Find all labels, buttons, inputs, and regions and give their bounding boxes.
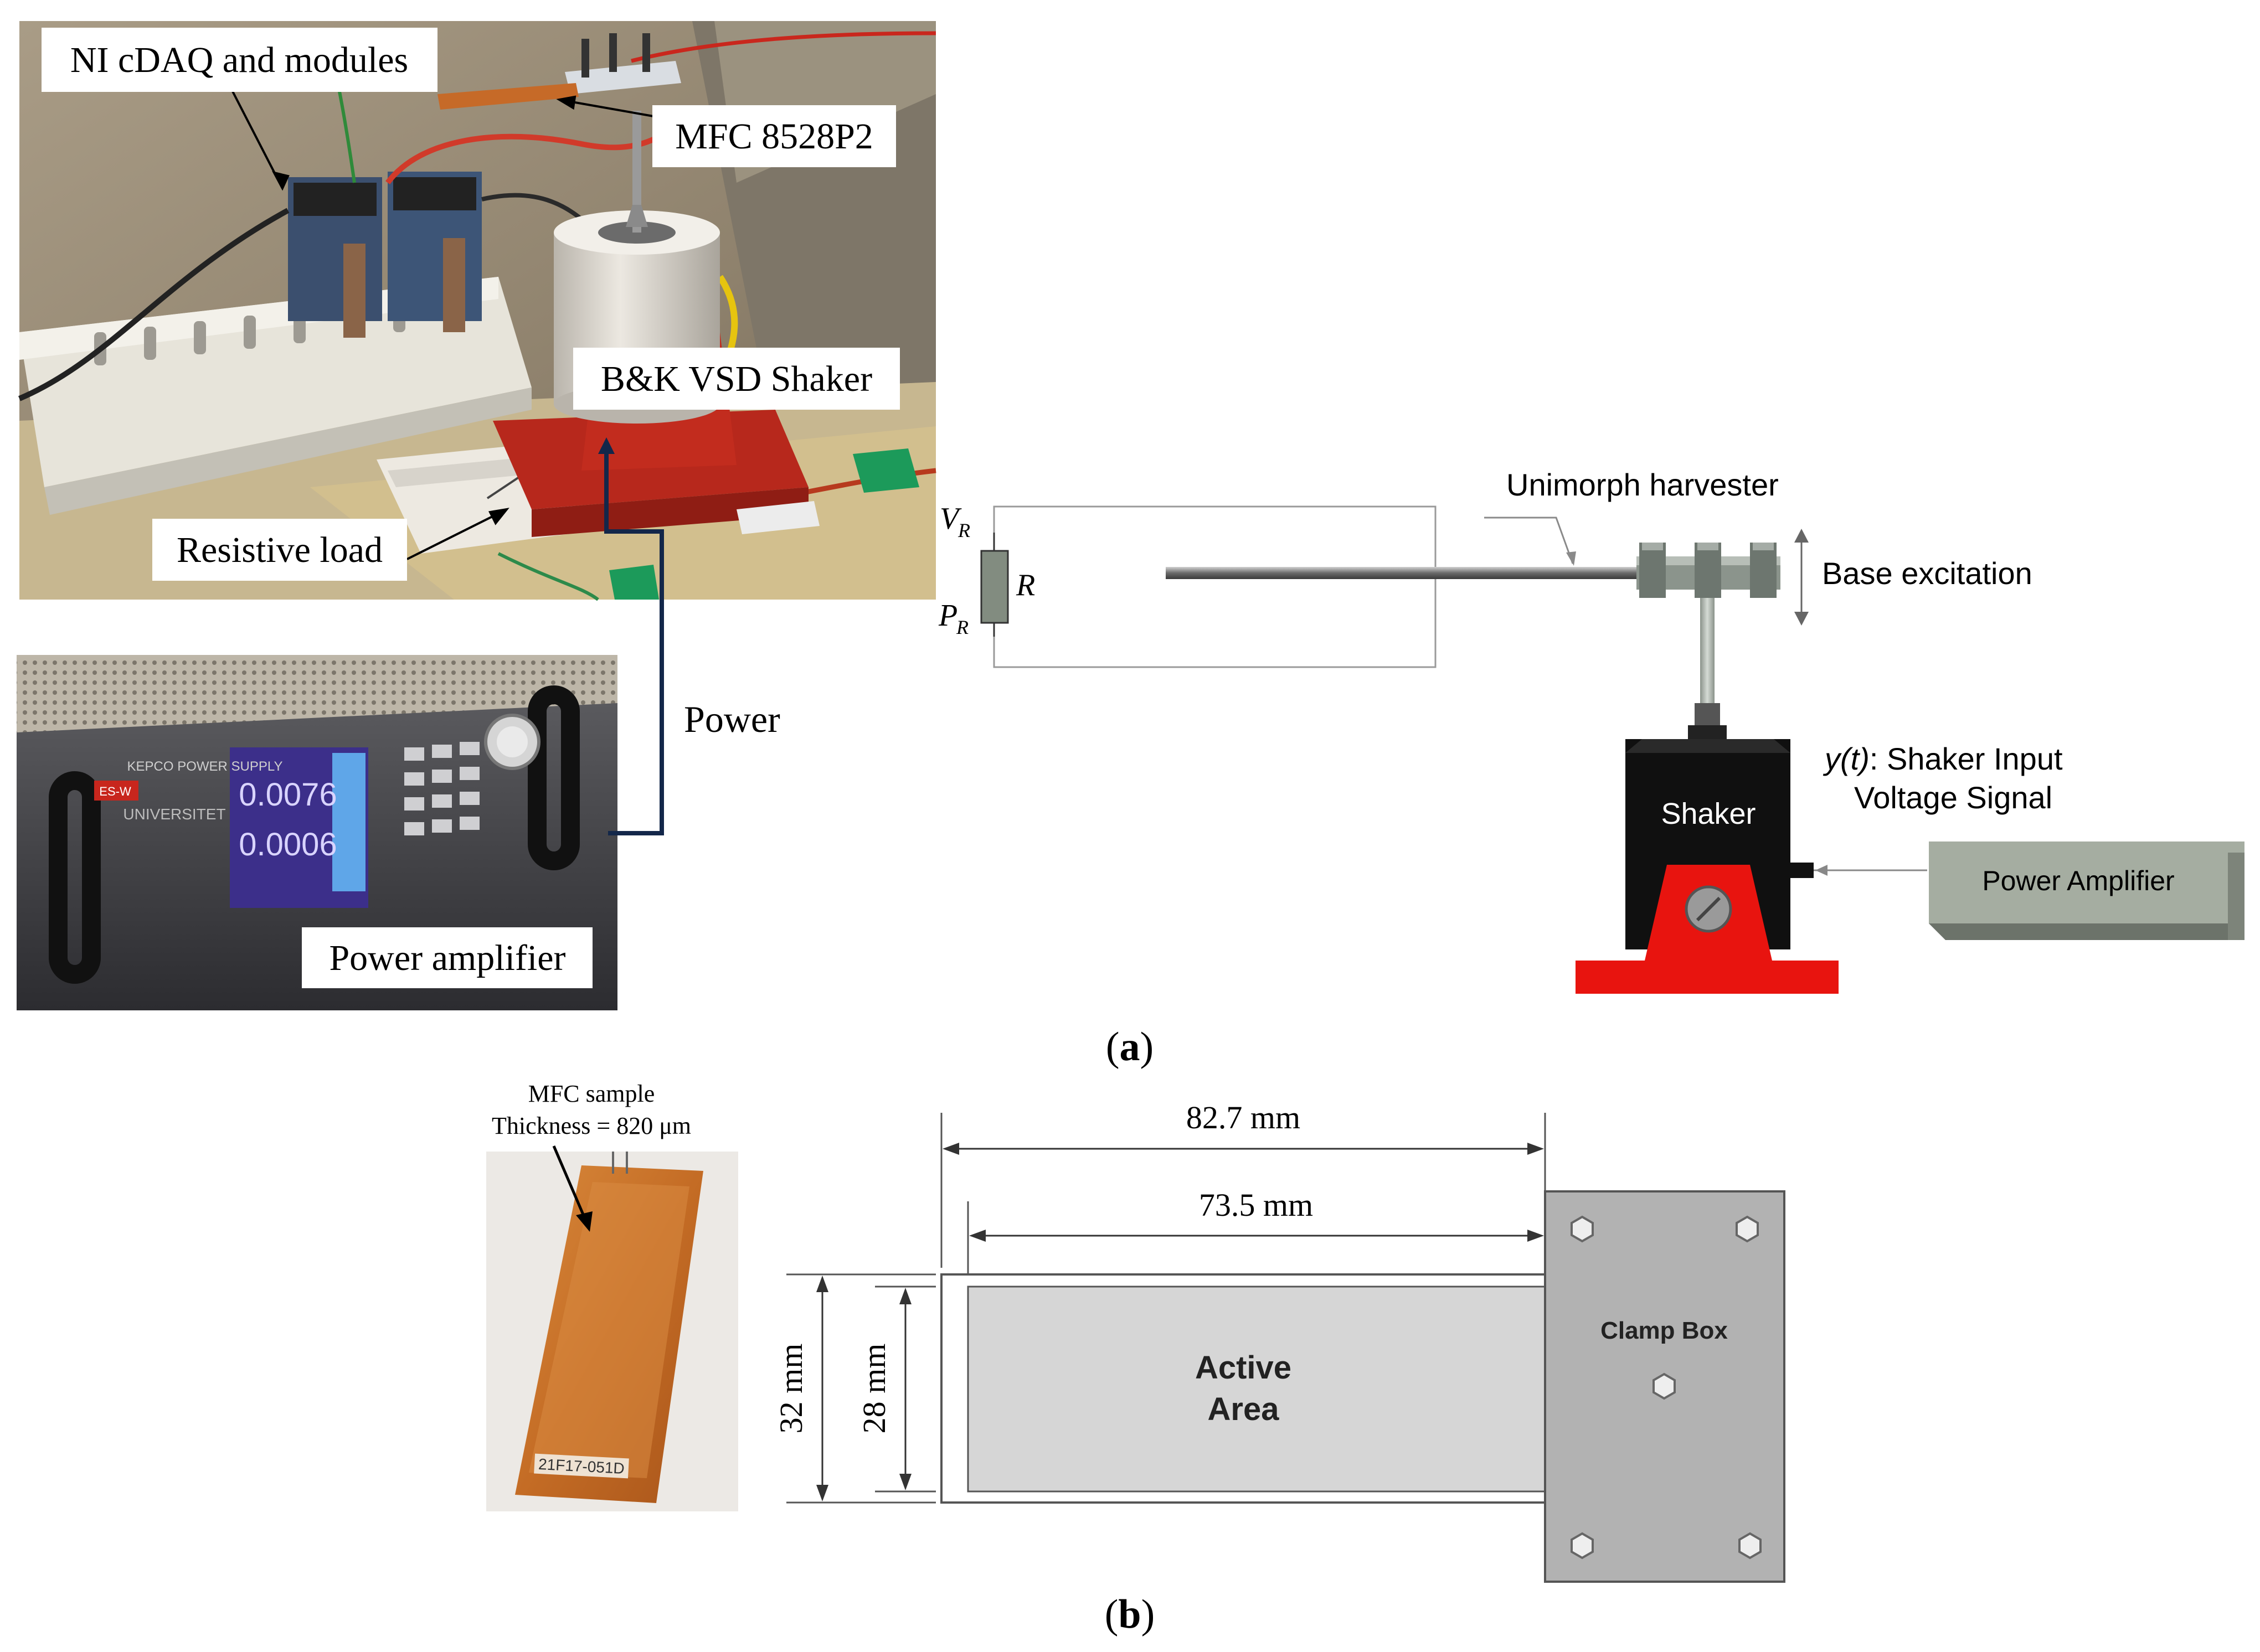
callout-mfc: MFC 8528P2: [652, 105, 896, 167]
resistor-label: R: [1016, 568, 1035, 602]
callout-amp-text: Power amplifier: [329, 938, 565, 978]
amp-keypad: [404, 742, 480, 835]
dim-active-length: 73.5 mm: [1199, 1187, 1313, 1223]
dim-total-length: 82.7 mm: [1186, 1099, 1300, 1135]
amplifier-label: Power Amplifier: [1982, 865, 2174, 896]
unimorph-beam: [1166, 567, 1675, 579]
schematic-power-amplifier: Power Amplifier: [1929, 842, 2244, 940]
schematic: V R P R R Unimorph harvester Base excita…: [938, 467, 2244, 994]
clamp-screws: [1571, 1215, 1762, 1560]
panel-brand: KEPCO POWER SUPPLY: [127, 759, 283, 774]
clamp-label: Clamp Box: [1600, 1317, 1728, 1344]
panel-label-b: (b): [1105, 1592, 1155, 1637]
voltage-label: V: [940, 502, 962, 536]
signal-label-line2: Voltage Signal: [1854, 780, 2052, 815]
callout-daq: NI cDAQ and modules: [42, 28, 437, 92]
panel-label-a-text: a: [1120, 1024, 1140, 1070]
power-label-p: P: [938, 598, 957, 633]
panel-label-a: (a): [1106, 1024, 1154, 1070]
power-label: Power: [684, 698, 780, 740]
resistor: [980, 550, 1009, 624]
display-top: 0.0076: [239, 777, 337, 813]
shaker-label: Shaker: [1661, 797, 1756, 830]
callout-shaker: B&K VSD Shaker: [573, 348, 900, 410]
callout-mfc-text: MFC 8528P2: [675, 116, 873, 157]
voltage-sub: R: [957, 519, 970, 541]
schematic-shaker: Shaker: [1576, 739, 1839, 994]
base-excitation-label: Base excitation: [1822, 556, 2032, 591]
callout-load-text: Resistive load: [177, 530, 383, 570]
panel-badge: ES-W: [99, 784, 131, 798]
beam-clamp: [1636, 543, 1780, 598]
dim-active-width: 28 mm: [856, 1344, 892, 1434]
daq-modules: [288, 172, 482, 338]
signal-label: y(t): Shaker Input: [1823, 741, 2063, 776]
mfc-caption-line1: MFC sample: [528, 1080, 655, 1107]
power-sub: R: [956, 616, 969, 638]
active-area-line2: Area: [1208, 1391, 1280, 1427]
callout-daq-text: NI cDAQ and modules: [70, 40, 408, 80]
harvester-label: Unimorph harvester: [1506, 467, 1779, 502]
callout-load: Resistive load: [152, 519, 407, 581]
power-line: Power: [598, 437, 780, 835]
panel-univ: UNIVERSITET: [123, 806, 225, 823]
active-area: [967, 1286, 1546, 1493]
callout-shaker-text: B&K VSD Shaker: [601, 359, 872, 399]
signal-label-italic: y(t): [1823, 741, 1870, 776]
mfc-sample-photo: 21F17-051D: [486, 1152, 738, 1511]
panel-label-b-text: b: [1118, 1592, 1141, 1637]
signal-label-rest: : Shaker Input: [1870, 741, 2063, 776]
dimension-drawing: Active Area Clamp Box 82.7 mm: [773, 1099, 1785, 1583]
dim-total-width: 32 mm: [773, 1344, 809, 1434]
mfc-caption-arrow: [552, 1145, 593, 1232]
active-area-line1: Active: [1195, 1350, 1291, 1386]
callout-leaders: [231, 91, 654, 560]
display-bottom: 0.0006: [239, 827, 337, 863]
stinger: [1700, 598, 1715, 703]
callout-amp: Power amplifier: [302, 927, 593, 988]
mfc-caption-line2: Thickness = 820 μm: [492, 1112, 691, 1139]
photo-mfc-clamp: [437, 33, 681, 110]
